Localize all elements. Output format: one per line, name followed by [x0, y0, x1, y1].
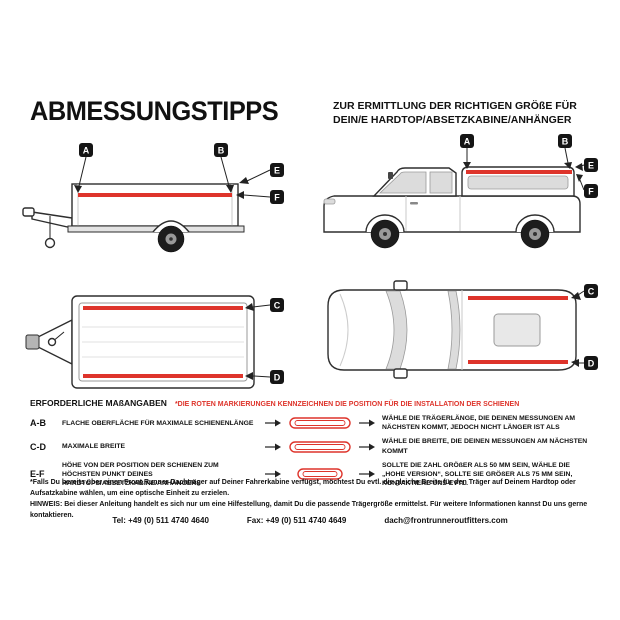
marker-f-label: F — [274, 193, 280, 203]
trailer-body — [67, 183, 245, 233]
marker-e: E — [239, 163, 284, 184]
arrow-right-icon — [265, 443, 281, 451]
rear-wheel — [520, 219, 550, 249]
marker-f: F — [576, 174, 598, 198]
rail-position-stripe — [83, 306, 243, 310]
contact-email: dach@frontrunneroutfitters.com — [384, 516, 508, 525]
page-title: ABMESSUNGSTIPPS — [30, 96, 279, 126]
legend-row-ef: E-F HÖHE VON DER POSITION DER SCHIENEN Z… — [30, 461, 594, 489]
rail-note: *DIE ROTEN MARKIERUNGEN KENNZEICHNEN DIE… — [174, 401, 520, 408]
trailer-top-view: C D — [25, 295, 284, 389]
marker-d: D — [245, 370, 284, 384]
marker-d-label: D — [274, 373, 281, 383]
marker-e-label: E — [274, 166, 280, 176]
front-wheel — [370, 219, 400, 249]
marker-a: A — [460, 134, 474, 169]
arrow-right-icon — [265, 470, 281, 478]
rail-position-stripe — [468, 360, 568, 364]
rack-height-graphic — [297, 468, 343, 481]
side-mirror — [388, 172, 393, 179]
rack-tray-width-graphic — [289, 440, 351, 453]
truck-canopy — [461, 166, 575, 197]
measurement-legend: ERFORDERLICHE MAßANGABEN *DIE ROTEN MARK… — [30, 398, 594, 493]
legend-row-cd: C-D MAXIMALE BREITE WÄHLE DIE BREITE, DI… — [30, 437, 594, 455]
rail-position-stripe — [78, 193, 232, 197]
rail-position-stripe — [468, 296, 568, 300]
marker-c-label: C — [274, 301, 281, 311]
measure-description: HÖHE VON DER POSITION DER SCHIENEN ZUM H… — [62, 461, 219, 488]
marker-c: C — [245, 298, 284, 312]
rail-position-stripe — [83, 374, 243, 378]
marker-c-label: C — [588, 287, 595, 297]
marker-f-label: F — [588, 187, 594, 197]
legend-heading: ERFORDERLICHE MAßANGABEN — [30, 398, 167, 408]
trailer-drawbar-top — [25, 318, 73, 366]
arrow-right-icon — [265, 419, 281, 427]
marker-b: B — [558, 134, 572, 169]
legend-heading-row: ERFORDERLICHE MAßANGABEN *DIE ROTEN MARK… — [30, 398, 594, 408]
marker-a-label: A — [464, 137, 471, 147]
trailer-side-view: A B E F — [22, 143, 284, 253]
marker-d: D — [571, 356, 598, 370]
marker-b-label: B — [218, 146, 225, 156]
contact-fax: Fax: +49 (0) 511 4740 4649 — [246, 516, 347, 525]
width-footnote: *Falls Du bereits über einen Front Runne… — [30, 479, 576, 497]
right-mirror — [393, 368, 408, 379]
measure-description: MAXIMALE BREITE — [62, 442, 126, 450]
contact-tel: Tel: +49 (0) 511 4740 4640 — [112, 516, 209, 525]
selection-advice: SOLLTE DIE ZAHL GRÖßER ALS 50 MM SEIN, W… — [382, 461, 573, 488]
canopy-hatch — [493, 313, 541, 347]
truck-top-view: C D — [327, 280, 598, 379]
trailer-body-top — [71, 295, 255, 389]
rear-window — [447, 290, 461, 370]
marker-a-label: A — [83, 146, 90, 156]
range-label: C-D — [30, 441, 46, 452]
hint-note: HINWEIS: Bei dieser Anleitung handelt es… — [30, 501, 588, 519]
legend-row-ab: A-B FLACHE OBERFLÄCHE FÜR MAXIMALE SCHIE… — [30, 414, 594, 432]
truck-side-view: A B E F — [323, 134, 598, 249]
rack-tray-length-graphic — [289, 417, 351, 429]
marker-d-label: D — [588, 359, 595, 369]
trailer-drawbar — [22, 207, 73, 249]
arrow-right-icon — [359, 443, 375, 451]
truck-body-top — [327, 280, 577, 379]
marker-f: F — [236, 190, 284, 204]
selection-advice: WÄHLE DIE BREITE, DIE DEINEN MESSUNGEN A… — [382, 438, 588, 455]
selection-advice: WÄHLE DIE TRÄGERLÄNGE, DIE DEINEN MESSUN… — [382, 415, 576, 432]
headlight — [323, 198, 336, 205]
marker-b: B — [214, 143, 234, 193]
rail-position-stripe — [466, 170, 572, 174]
trailer-wheel — [157, 225, 185, 253]
marker-e-label: E — [588, 161, 594, 171]
marker-c: C — [571, 284, 598, 300]
range-label: A-B — [30, 418, 46, 429]
measure-description: FLACHE OBERFLÄCHE FÜR MAXIMALE SCHIENENL… — [62, 419, 254, 427]
left-mirror — [393, 280, 408, 291]
range-label: E-F — [30, 469, 45, 480]
arrow-right-icon — [359, 470, 375, 478]
marker-e: E — [575, 158, 598, 172]
arrow-right-icon — [359, 419, 375, 427]
page-subtitle: ZUR ERMITTLUNG DER RICHTIGEN GRÖßE FÜR D… — [333, 100, 577, 126]
marker-b-label: B — [562, 137, 569, 147]
marker-a: A — [74, 143, 93, 193]
contact-bar: Tel: +49 (0) 511 4740 4640 Fax: +49 (0) … — [0, 516, 620, 525]
